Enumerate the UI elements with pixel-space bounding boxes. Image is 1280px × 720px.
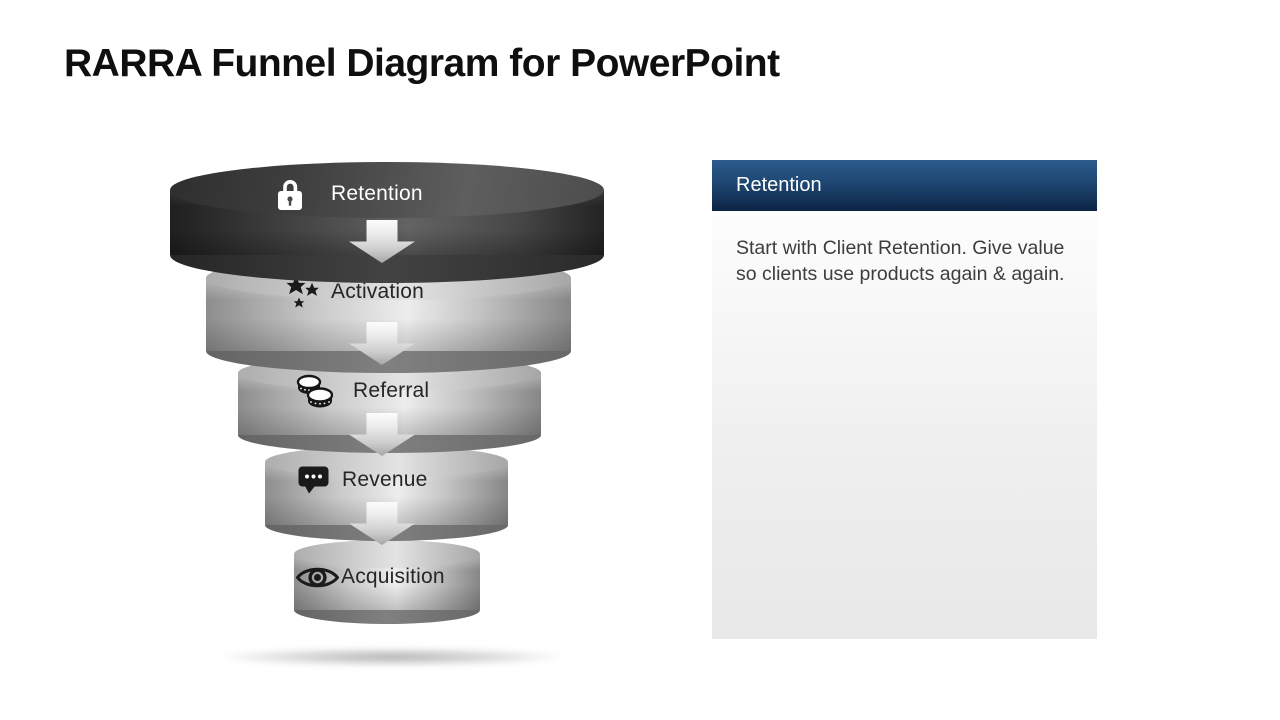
slide-title: RARRA Funnel Diagram for PowerPoint: [64, 42, 780, 85]
coins-icon: [296, 374, 333, 408]
stage-label: Retention: [331, 182, 423, 205]
chat-icon: [298, 466, 329, 494]
stage-label: Revenue: [342, 468, 428, 491]
funnel-ground-shadow: [156, 644, 626, 670]
cylinder-top: [170, 162, 604, 218]
stage-row: Referral: [238, 373, 541, 409]
stage-label: Acquisition: [341, 565, 445, 588]
detail-panel-text: Start with Client Retention. Give value …: [736, 237, 1065, 285]
stage-label: Activation: [331, 280, 425, 303]
stage-label: Referral: [353, 379, 430, 402]
detail-panel-body: Start with Client Retention. Give value …: [712, 211, 1097, 639]
funnel-stage-revenue: Revenue: [265, 446, 508, 541]
detail-panel-title: Retention: [736, 174, 822, 196]
stars-icon: [286, 275, 322, 309]
funnel-stage-acquisition: Acquisition: [294, 540, 480, 624]
stage-row: Revenue: [265, 462, 508, 498]
detail-panel-header: Retention: [712, 160, 1097, 211]
lock-icon: [277, 177, 303, 211]
stage-row: Activation: [206, 274, 571, 310]
stage-row: Acquisition: [294, 559, 480, 595]
cylinder-top: [294, 540, 480, 568]
eye-icon: [296, 564, 339, 591]
stage-row: Retention: [170, 176, 604, 212]
detail-panel: Retention Start with Client Retention. G…: [712, 160, 1097, 639]
